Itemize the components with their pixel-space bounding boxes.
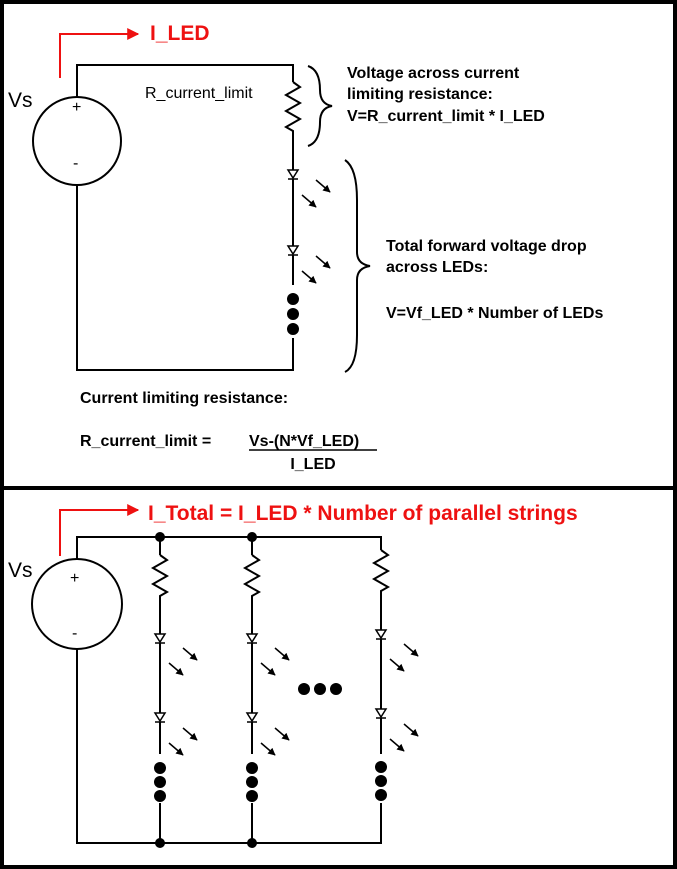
resistor-label: R_current_limit — [145, 85, 253, 102]
source-label: Vs — [8, 89, 33, 112]
continuation-dots — [287, 293, 299, 335]
formula-denominator: I_LED — [290, 456, 335, 473]
bottom-circuit: I_Total = I_LED * Number of parallel str… — [8, 502, 578, 848]
formula-lhs: R_current_limit = — [80, 433, 211, 450]
top-circuit: I_LED Vs + - R_current_limit — [8, 22, 603, 473]
plus-sign-2: + — [70, 570, 79, 587]
plus-sign: + — [72, 99, 81, 116]
led-string-1 — [150, 537, 198, 843]
top-rail — [76, 536, 382, 559]
led-string-3 — [371, 549, 419, 801]
total-current-arrow — [59, 504, 140, 556]
resistor — [283, 81, 303, 170]
svg-text:limiting resistance:: limiting resistance: — [347, 86, 493, 103]
resistor-note: Voltage across current limiting resistan… — [347, 65, 545, 125]
bottom-rail — [76, 649, 382, 844]
resistor-brace — [307, 65, 333, 147]
junction-dots — [155, 532, 257, 848]
formula: Current limiting resistance: R_current_l… — [80, 390, 377, 473]
svg-text:V=Vf_LED * Number of LEDs: V=Vf_LED * Number of LEDs — [386, 305, 603, 322]
svg-text:V=R_current_limit * I_LED: V=R_current_limit * I_LED — [347, 108, 545, 125]
formula-numerator: Vs-(N*Vf_LED) — [249, 433, 359, 450]
led-note: Total forward voltage drop across LEDs: … — [386, 238, 603, 322]
source-label-2: Vs — [8, 559, 33, 582]
minus-sign: - — [73, 155, 78, 172]
led-string-2 — [242, 537, 290, 843]
current-arrow — [59, 28, 140, 78]
more-strings-dots — [298, 683, 342, 695]
led-brace — [344, 159, 371, 373]
minus-sign-2: - — [72, 625, 77, 642]
top-wire — [76, 64, 294, 97]
total-current-label: I_Total = I_LED * Number of parallel str… — [148, 502, 578, 525]
led-1 — [286, 169, 331, 246]
formula-title: Current limiting resistance: — [80, 390, 288, 407]
current-label: I_LED — [150, 22, 210, 45]
bottom-panel-frame — [0, 486, 677, 869]
svg-text:across LEDs:: across LEDs: — [386, 259, 488, 276]
svg-text:Total forward voltage drop: Total forward voltage drop — [386, 238, 587, 255]
bottom-wire — [76, 185, 294, 371]
led-2 — [286, 245, 331, 285]
svg-text:Voltage across current: Voltage across current — [347, 65, 520, 82]
